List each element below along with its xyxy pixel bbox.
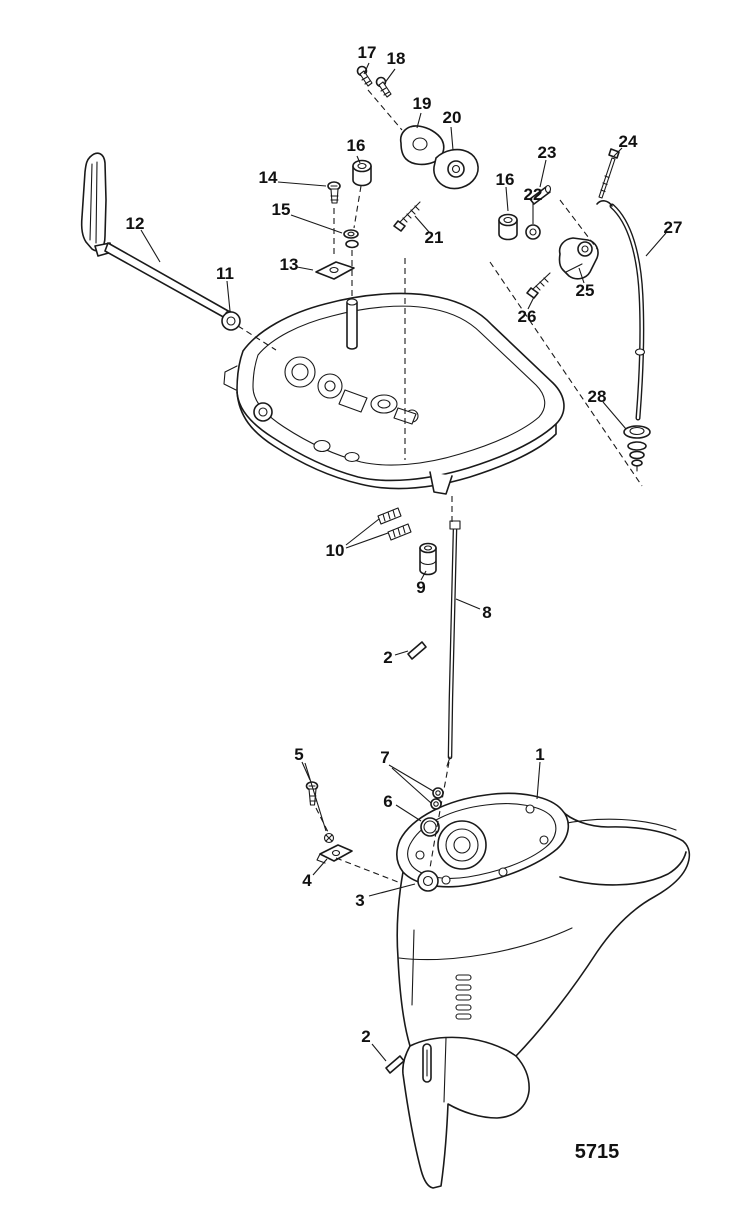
callout-13: 13 — [280, 255, 299, 274]
callout-5: 5 — [294, 745, 303, 764]
callout-16a: 16 — [347, 136, 366, 155]
tiller-handle-drawing — [80, 152, 241, 331]
callout-9: 9 — [416, 578, 425, 597]
gear-housing-drawing — [396, 792, 691, 1189]
callout-4: 4 — [302, 871, 312, 890]
callout-19: 19 — [413, 94, 432, 113]
callout-23: 23 — [538, 143, 557, 162]
callout-17: 17 — [358, 43, 377, 62]
callout-12: 12 — [126, 214, 145, 233]
callout-27: 27 — [664, 218, 683, 237]
callout-6: 6 — [383, 792, 392, 811]
callout-24: 24 — [619, 132, 638, 151]
assembly-axis-lines — [237, 89, 643, 883]
callout-11: 11 — [216, 264, 234, 283]
callout-25: 25 — [576, 281, 595, 300]
callout-2a: 2 — [383, 648, 392, 667]
callout-18: 18 — [387, 49, 406, 68]
callout-10: 10 — [326, 541, 345, 560]
shift-rod-parts-drawing — [377, 507, 461, 1074]
callout-22: 22 — [524, 185, 543, 204]
callout-1: 1 — [535, 745, 544, 764]
callout-16b: 16 — [496, 170, 515, 189]
callout-2b: 2 — [361, 1027, 370, 1046]
callout-3: 3 — [355, 891, 364, 910]
top-fastener-cluster-drawing — [315, 65, 479, 280]
callout-21: 21 — [425, 228, 444, 247]
callout-8: 8 — [482, 603, 491, 622]
callout-26: 26 — [518, 307, 537, 326]
callout-labels: 17 18 19 20 16 14 15 13 12 11 21 23 24 1… — [126, 43, 683, 1163]
callout-leader-lines — [140, 62, 667, 1062]
figure-number: 5715 — [575, 1141, 620, 1163]
callout-14: 14 — [259, 168, 278, 187]
callout-15: 15 — [272, 200, 291, 219]
callout-7: 7 — [380, 748, 389, 767]
callout-28: 28 — [588, 387, 607, 406]
callout-20: 20 — [443, 108, 462, 127]
right-linkage-cluster-drawing — [498, 148, 651, 472]
driveshaft-housing-drawing — [223, 292, 565, 495]
